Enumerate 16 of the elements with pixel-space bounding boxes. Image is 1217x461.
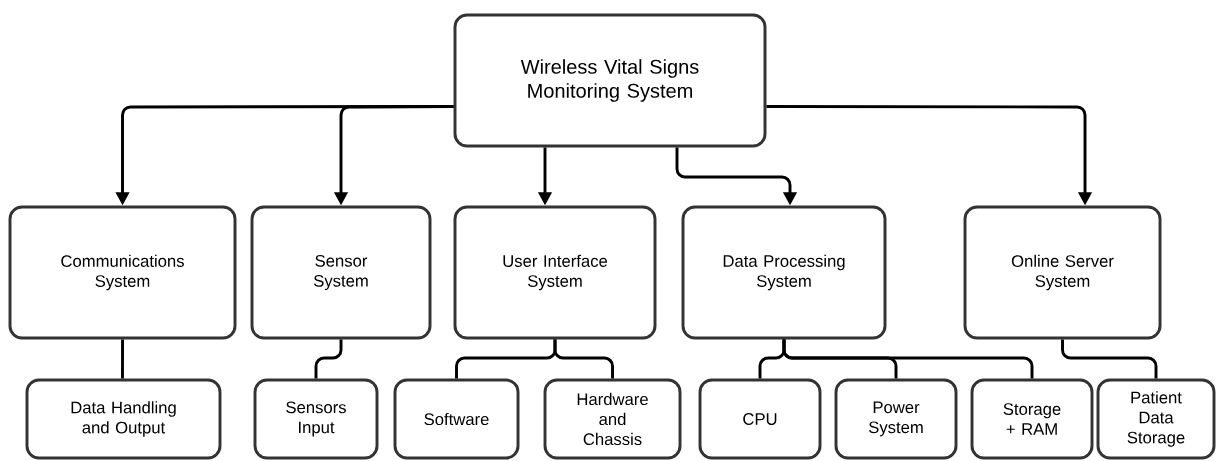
component-box: CPU (698, 378, 822, 460)
subsystem-box: Data Processing System (681, 205, 887, 340)
component-box: Sensors Input (253, 378, 379, 460)
subsystem-box: Sensor System (250, 205, 432, 340)
subsystem-box: Online Server System (963, 205, 1162, 340)
component-box: Software (393, 378, 520, 460)
component-box: Storage + RAM (970, 378, 1094, 460)
connector-line (121, 339, 124, 379)
subsystem-box: User Interface System (453, 205, 657, 340)
component-box: Patient Data Storage (1096, 378, 1216, 460)
component-box: Power System (834, 378, 958, 460)
component-box: Hardware and Chassis (543, 378, 682, 460)
connector-line (314, 339, 343, 379)
subsystem-box: Communications System (8, 205, 237, 340)
component-box: Data Handling and Output (25, 378, 222, 460)
system-box: Wireless Vital Signs Monitoring System (453, 13, 767, 148)
